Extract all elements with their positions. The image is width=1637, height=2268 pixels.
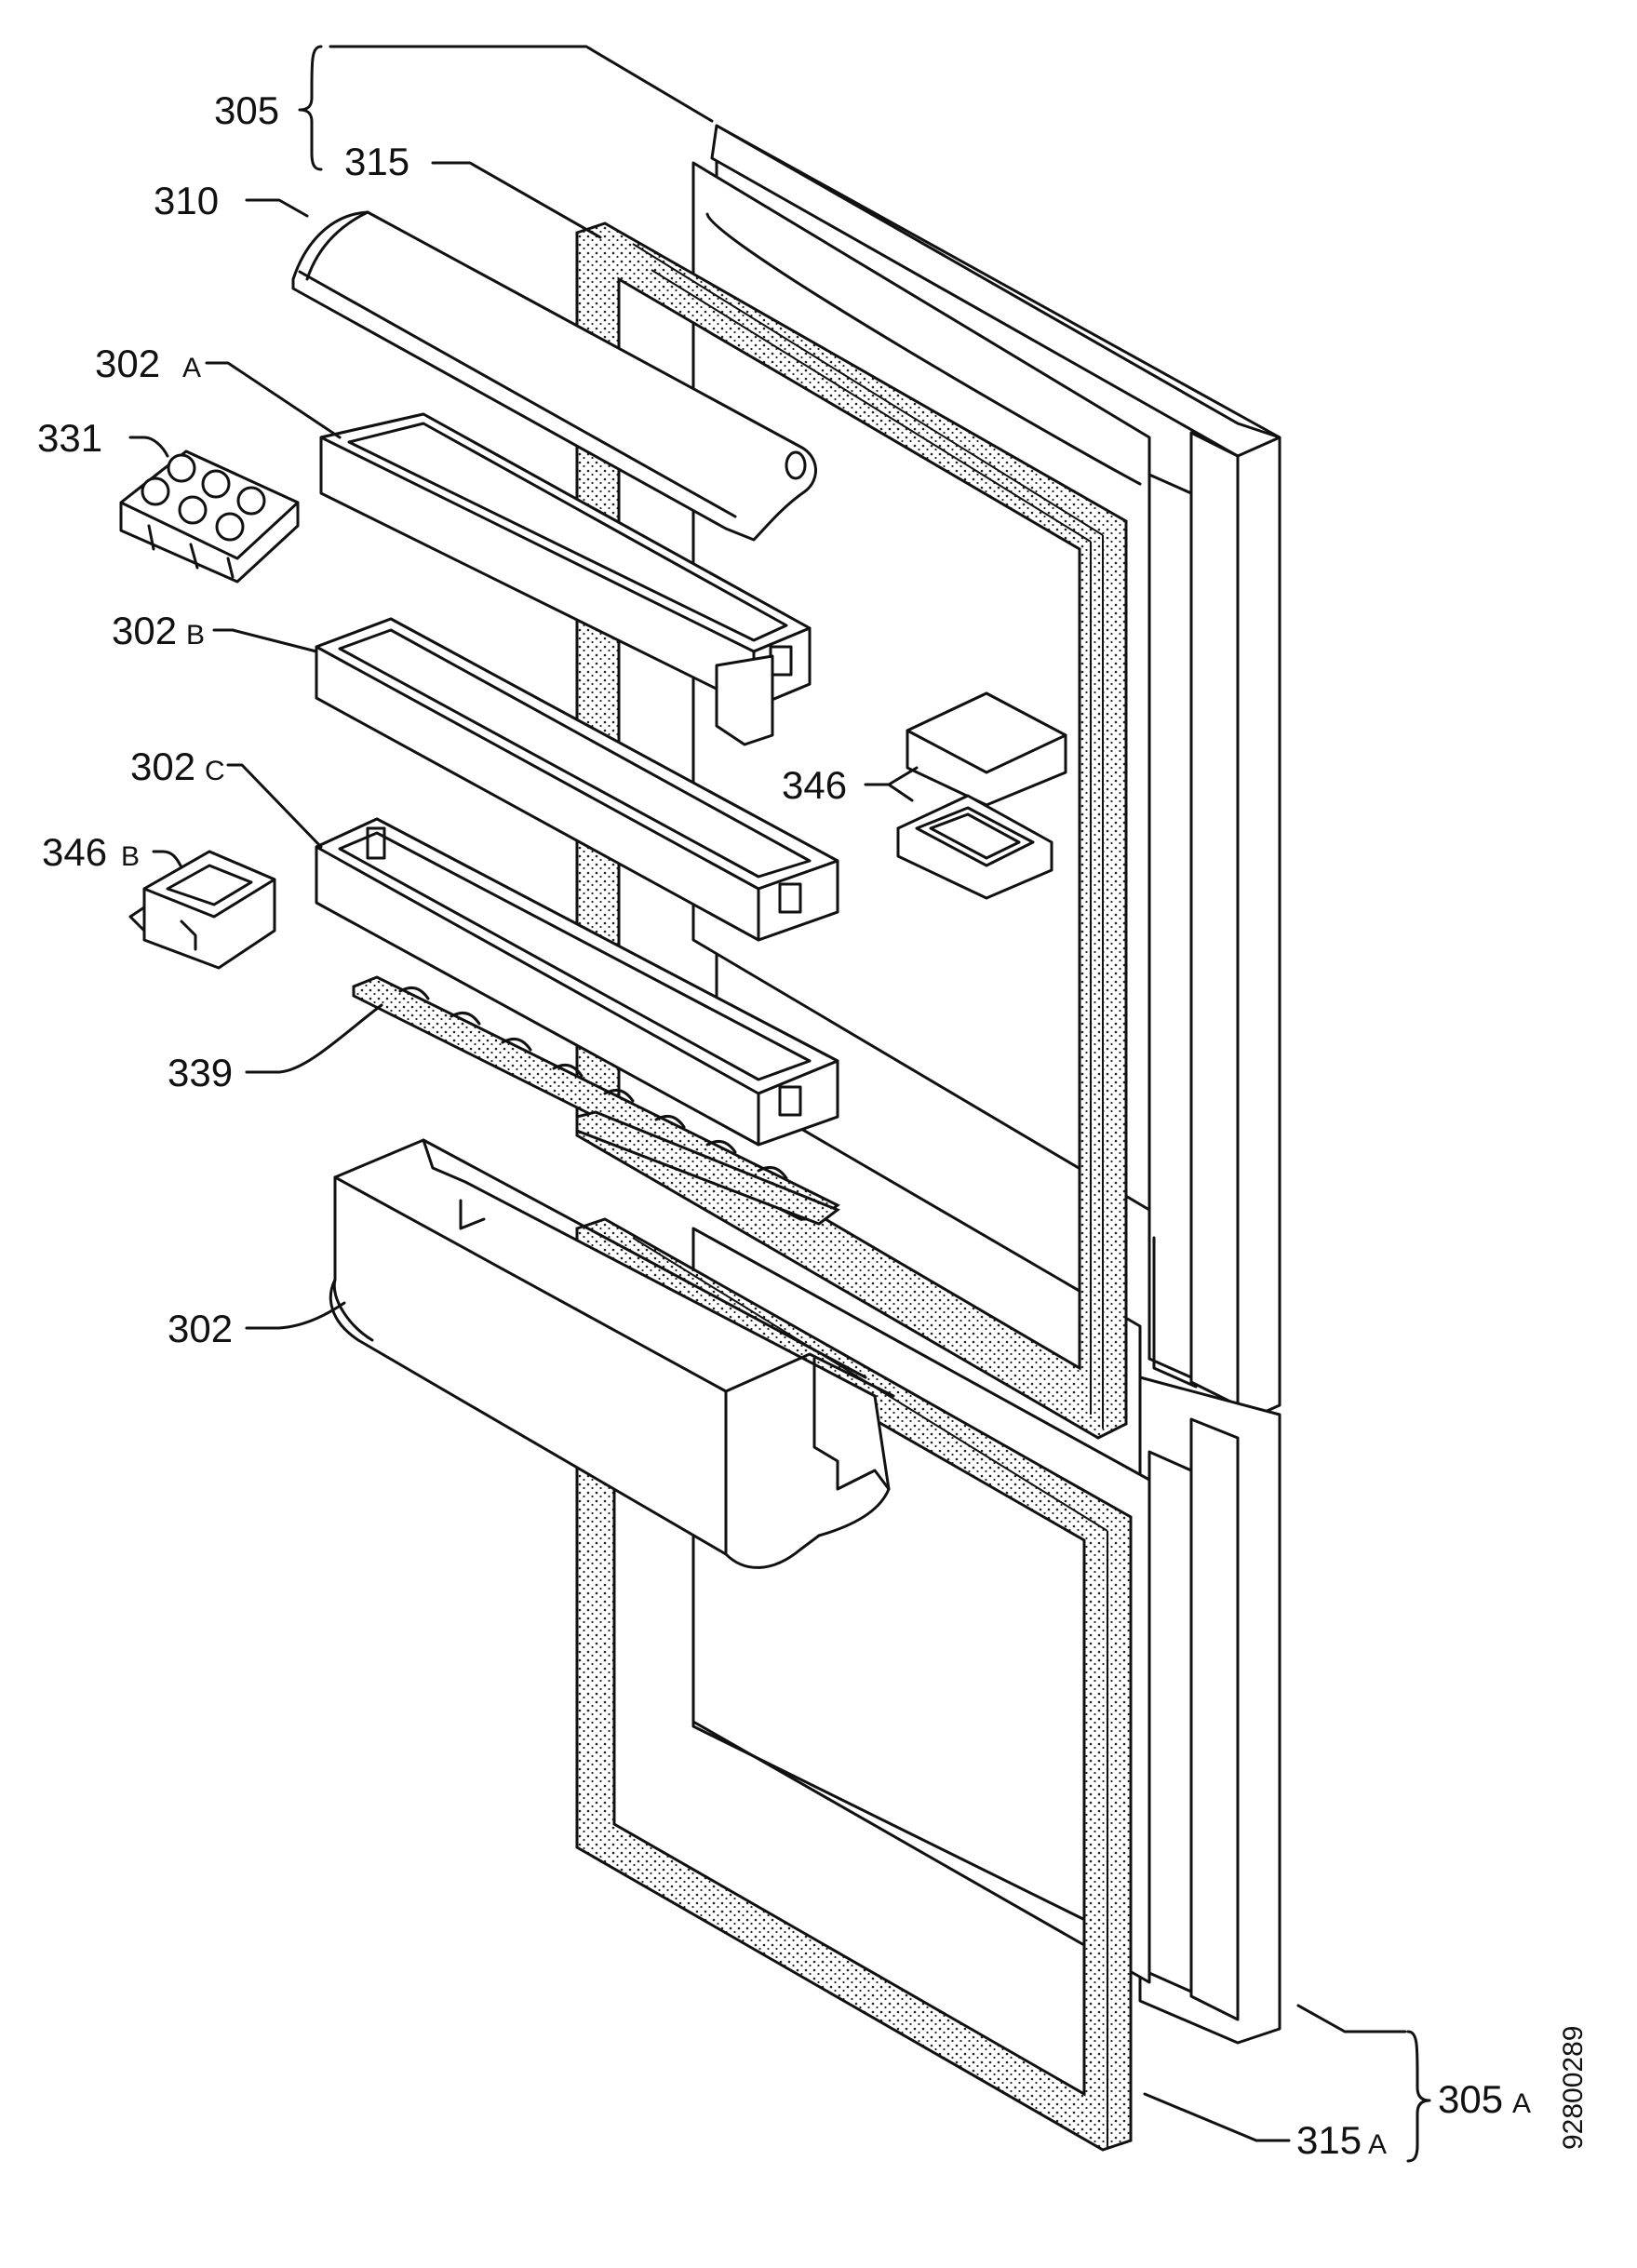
label-315a: 315 [1296,2118,1362,2162]
document-id: 92800289 [1558,2026,1589,2150]
dairy-cover-310 [291,210,817,542]
label-310: 310 [154,179,219,222]
door-shelf-302a [319,412,812,746]
label-315: 315 [344,140,409,183]
label-331: 331 [37,416,102,460]
bottle-retainer-339 [352,975,841,1226]
label-305a: 305 [1438,2077,1503,2121]
label-346: 346 [782,763,847,807]
label-302a-suffix: A [182,353,201,383]
label-302b-suffix: B [186,620,205,651]
label-339: 339 [168,1051,233,1094]
egg-tray-331 [119,450,300,584]
door-shelf-302c [315,817,839,1147]
label-346b-suffix: B [121,841,140,872]
butter-dish-346 [896,691,1067,900]
small-container-346b [128,850,276,970]
label-302c-suffix: C [205,756,225,786]
door-shelf-302b [315,617,839,942]
label-305a-suffix: A [1512,2088,1531,2119]
label-302a: 302 [95,342,160,385]
callout-labels: 305 315 310 302 A 331 302 B 302 C 346 34… [37,88,1589,2162]
label-305: 305 [214,88,279,132]
bottle-shelf-302 [329,1138,895,1569]
leader-lines [128,45,1431,2163]
label-302b: 302 [112,609,177,652]
label-302: 302 [168,1307,233,1350]
label-346b: 346 [42,830,107,874]
label-315a-suffix: A [1368,2129,1387,2160]
label-302c: 302 [130,745,195,788]
